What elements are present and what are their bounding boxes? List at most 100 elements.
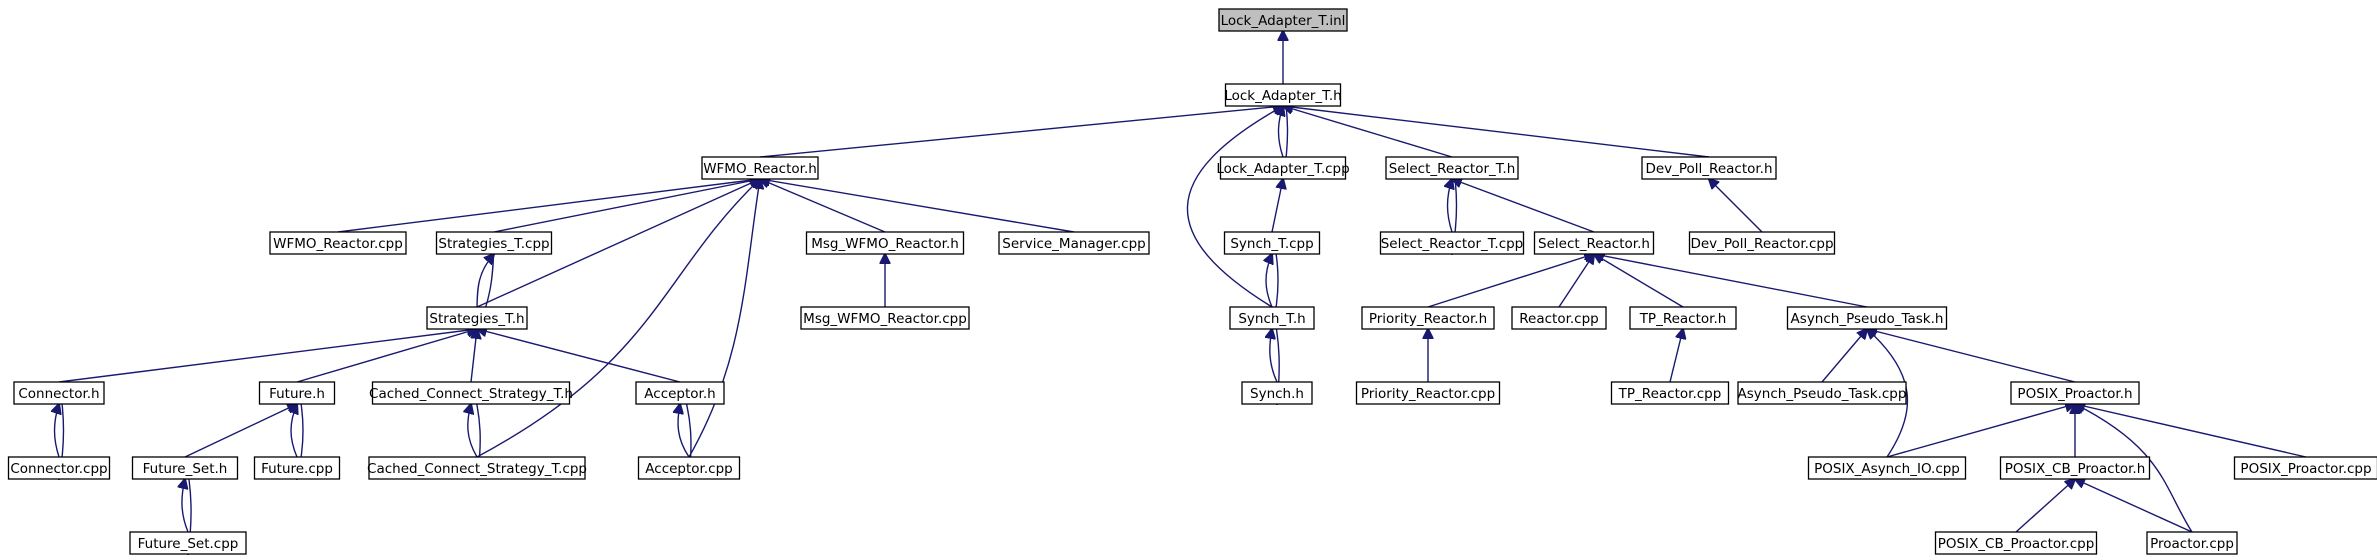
node-posix-proactor-h[interactable]: POSIX_Proactor.h xyxy=(2010,381,2140,405)
node-tp-reactor-cpp[interactable]: TP_Reactor.cpp xyxy=(1610,381,1730,405)
node-label: Dev_Poll_Reactor.cpp xyxy=(1690,236,1833,252)
node-label: Asynch_Pseudo_Task.h xyxy=(1791,311,1944,327)
node-box xyxy=(1610,381,1730,405)
node-label: Acceptor.cpp xyxy=(645,461,732,477)
node-box xyxy=(1361,306,1495,330)
node-future-set-cpp[interactable]: Future_Set.cpp xyxy=(129,531,247,555)
node-box xyxy=(2010,381,2140,405)
node-label: WFMO_Reactor.h xyxy=(703,161,817,177)
node-select-reactor-t-cpp[interactable]: Select_Reactor_T.cpp xyxy=(1379,231,1525,255)
node-label: Asynch_Pseudo_Task.cpp xyxy=(1738,386,1907,402)
node-posix-asynch-io-cpp[interactable]: POSIX_Asynch_IO.cpp xyxy=(1807,456,1967,480)
node-box xyxy=(637,456,741,480)
node-label: Synch_T.cpp xyxy=(1230,236,1313,252)
node-label: Priority_Reactor.h xyxy=(1369,311,1487,327)
edge-future-cpp-to-future-h xyxy=(291,404,297,458)
node-lock-adapter-inl[interactable]: Lock_Adapter_T.inl xyxy=(1218,8,1348,32)
node-cached-connect-cpp[interactable]: Cached_Connect_Strategy_T.cpp xyxy=(367,456,587,480)
node-acceptor-h[interactable]: Acceptor.h xyxy=(635,381,725,405)
node-dev-poll-reactor-h[interactable]: Dev_Poll_Reactor.h xyxy=(1641,156,1777,180)
node-asynch-pseudo-task-cpp[interactable]: Asynch_Pseudo_Task.cpp xyxy=(1737,381,1907,405)
edge-posix-cb-proactor-cpp-to-posix-cb-proactor-h xyxy=(2015,479,2075,533)
node-reactor-cpp[interactable]: Reactor.cpp xyxy=(1511,306,1607,330)
node-strategies-t-h[interactable]: Strategies_T.h xyxy=(426,306,528,330)
edge-dev-poll-reactor-h-to-lock-adapter-h xyxy=(1283,106,1710,158)
node-wfmo-reactor-cpp[interactable]: WFMO_Reactor.cpp xyxy=(269,231,407,255)
node-strategies-t-cpp[interactable]: Strategies_T.cpp xyxy=(435,231,553,255)
node-label: Select_Reactor_T.h xyxy=(1389,161,1516,177)
edge-synch-t-h-to-synch-t-cpp xyxy=(1266,254,1272,308)
node-label: Select_Reactor_T.cpp xyxy=(1381,236,1524,252)
edge-asynch-pseudo-task-cpp-to-asynch-pseudo-task-h xyxy=(1821,329,1867,383)
node-label: TP_Reactor.cpp xyxy=(1618,386,1722,402)
node-box xyxy=(426,306,528,330)
node-dev-poll-reactor-cpp[interactable]: Dev_Poll_Reactor.cpp xyxy=(1688,231,1836,255)
edge-dev-poll-reactor-cpp-to-dev-poll-reactor-h xyxy=(1709,179,1763,233)
node-box xyxy=(1229,306,1315,330)
node-label: Lock_Adapter_T.inl xyxy=(1221,13,1346,29)
node-service-manager-cpp[interactable]: Service_Manager.cpp xyxy=(998,231,1150,255)
node-posix-cb-proactor-cpp[interactable]: POSIX_CB_Proactor.cpp xyxy=(1934,531,2098,555)
node-label: WFMO_Reactor.cpp xyxy=(273,236,403,252)
edge-select-reactor-h-to-select-reactor-t-h xyxy=(1452,179,1595,233)
node-select-reactor-h[interactable]: Select_Reactor.h xyxy=(1533,231,1655,255)
nodes: Lock_Adapter_T.inlLock_Adapter_T.hWFMO_R… xyxy=(7,8,2377,555)
node-box xyxy=(800,306,970,330)
node-box xyxy=(129,531,247,555)
edge-posix-proactor-h-to-asynch-pseudo-task-h xyxy=(1867,329,2076,383)
node-wfmo-reactor-h[interactable]: WFMO_Reactor.h xyxy=(701,156,819,180)
node-box xyxy=(1807,456,1967,480)
node-synch-t-cpp[interactable]: Synch_T.cpp xyxy=(1223,231,1321,255)
node-priority-reactor-cpp[interactable]: Priority_Reactor.cpp xyxy=(1355,381,1501,405)
node-box xyxy=(1218,8,1348,32)
node-priority-reactor-h[interactable]: Priority_Reactor.h xyxy=(1361,306,1495,330)
node-future-cpp[interactable]: Future.cpp xyxy=(253,456,341,480)
node-label: Proactor.cpp xyxy=(2150,536,2234,552)
node-box xyxy=(1786,306,1948,330)
edge-future-set-h-to-future-h xyxy=(184,404,297,458)
edge-acceptor-cpp-to-wfmo-reactor-h xyxy=(688,179,760,458)
node-asynch-pseudo-task-h[interactable]: Asynch_Pseudo_Task.h xyxy=(1786,306,1948,330)
node-box xyxy=(1629,306,1737,330)
edge-cached-connect-h-to-strategies-t-h xyxy=(470,329,477,383)
node-select-reactor-t-h[interactable]: Select_Reactor_T.h xyxy=(1385,156,1519,180)
node-box xyxy=(1511,306,1607,330)
node-msg-wfmo-reactor-h[interactable]: Msg_WFMO_Reactor.h xyxy=(805,231,965,255)
node-connector-cpp[interactable]: Connector.cpp xyxy=(7,456,111,480)
edge-service-manager-cpp-to-wfmo-reactor-h xyxy=(760,179,1075,233)
node-proactor-cpp[interactable]: Proactor.cpp xyxy=(2146,531,2238,555)
node-box xyxy=(1533,231,1655,255)
node-label: Reactor.cpp xyxy=(1519,311,1599,327)
node-synch-t-h[interactable]: Synch_T.h xyxy=(1229,306,1315,330)
node-label: Dev_Poll_Reactor.h xyxy=(1645,161,1772,177)
node-lock-adapter-cpp[interactable]: Lock_Adapter_T.cpp xyxy=(1216,156,1350,180)
node-box xyxy=(701,156,819,180)
node-box xyxy=(998,231,1150,255)
node-box xyxy=(1641,156,1777,180)
node-connector-h[interactable]: Connector.h xyxy=(13,381,105,405)
node-cached-connect-h[interactable]: Cached_Connect_Strategy_T.h xyxy=(369,381,573,405)
node-label: Acceptor.h xyxy=(644,386,715,402)
node-label: Priority_Reactor.cpp xyxy=(1361,386,1495,402)
node-synch-h[interactable]: Synch.h xyxy=(1241,381,1313,405)
node-future-set-h[interactable]: Future_Set.h xyxy=(131,456,239,480)
node-tp-reactor-h[interactable]: TP_Reactor.h xyxy=(1629,306,1737,330)
node-posix-cb-proactor-h[interactable]: POSIX_CB_Proactor.h xyxy=(1999,456,2151,480)
node-box xyxy=(1385,156,1519,180)
node-future-h[interactable]: Future.h xyxy=(258,381,336,405)
edge-msg-wfmo-reactor-h-to-wfmo-reactor-h xyxy=(760,179,886,233)
edge-strategies-t-h-to-wfmo-reactor-h xyxy=(476,179,760,308)
node-box xyxy=(13,381,105,405)
node-box xyxy=(1224,83,1342,107)
node-label: Msg_WFMO_Reactor.cpp xyxy=(803,311,967,327)
edge-cached-connect-cpp-to-wfmo-reactor-h xyxy=(476,179,760,458)
edge-synch-t-h-to-lock-adapter-h xyxy=(1186,106,1283,308)
node-lock-adapter-h[interactable]: Lock_Adapter_T.h xyxy=(1224,83,1342,107)
edge-connector-h-to-strategies-t-h xyxy=(58,329,477,383)
node-box xyxy=(1999,456,2151,480)
edge-connector-cpp-to-connector-h xyxy=(55,404,60,458)
node-acceptor-cpp[interactable]: Acceptor.cpp xyxy=(637,456,741,480)
node-msg-wfmo-reactor-cpp[interactable]: Msg_WFMO_Reactor.cpp xyxy=(800,306,970,330)
node-posix-proactor-cpp[interactable]: POSIX_Proactor.cpp xyxy=(2233,456,2377,480)
